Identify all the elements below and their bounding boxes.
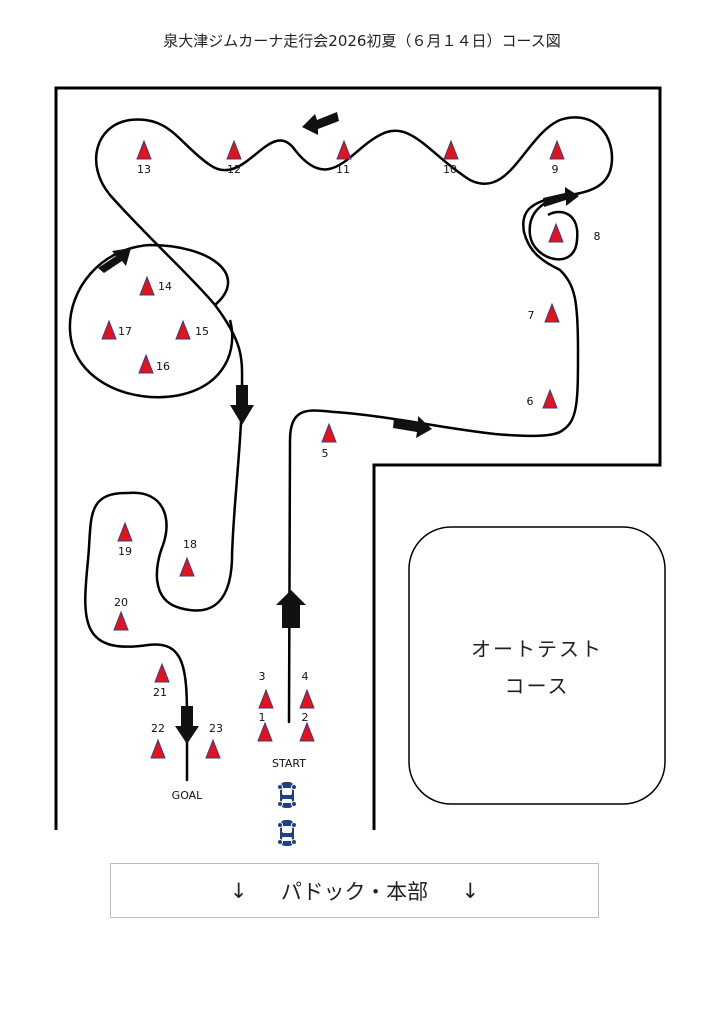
cone-icon bbox=[548, 222, 564, 243]
paddock-box: ↓ パドック・本部 ↓ bbox=[110, 863, 599, 918]
autotest-label-line1: オートテスト bbox=[471, 637, 603, 661]
direction-arrow-upright-loop bbox=[98, 248, 131, 273]
direction-arrow-right-8 bbox=[543, 187, 579, 207]
cone-label: 14 bbox=[158, 280, 172, 293]
loop-cone-8 bbox=[528, 194, 579, 261]
cone-icon bbox=[139, 275, 155, 296]
autotest-label-line2: コース bbox=[505, 674, 570, 698]
cone-icon bbox=[299, 721, 315, 742]
direction-arrow-right-5 bbox=[393, 416, 432, 438]
cone-label: 22 bbox=[151, 722, 165, 735]
page-title: 泉大津ジムカーナ走行会2026初夏（６月１４日）コース図 bbox=[163, 32, 561, 50]
goal-label: GOAL bbox=[172, 789, 204, 802]
cone-icon bbox=[179, 556, 195, 577]
start-label: START bbox=[272, 757, 306, 770]
cone-icon bbox=[113, 610, 129, 631]
cone-icon bbox=[549, 139, 565, 160]
cone-icon bbox=[299, 688, 315, 709]
paddock-label: パドック・本部 bbox=[280, 879, 429, 904]
cone-icon bbox=[101, 319, 117, 340]
direction-arrow-left-11 bbox=[302, 112, 339, 135]
cone-icon bbox=[154, 662, 170, 683]
loop-cones-14-17 bbox=[68, 243, 234, 399]
cone-icon bbox=[226, 139, 242, 160]
cone-label: 21 bbox=[153, 686, 167, 699]
cone-label: 23 bbox=[209, 722, 223, 735]
car-icon bbox=[277, 820, 297, 846]
down-arrow-right: ↓ bbox=[461, 878, 480, 903]
cone-label: 19 bbox=[118, 545, 132, 558]
cone-icon bbox=[542, 388, 558, 409]
cone-icon bbox=[150, 738, 166, 759]
cone-label: 9 bbox=[552, 163, 559, 176]
cone-label: 2 bbox=[302, 711, 309, 724]
cone-label: 12 bbox=[227, 163, 241, 176]
cone-icon bbox=[443, 139, 459, 160]
cone-icon bbox=[544, 302, 560, 323]
cone-label: 11 bbox=[336, 163, 350, 176]
cone-label: 3 bbox=[259, 670, 266, 683]
cone-label: 4 bbox=[302, 670, 309, 683]
cone-icon bbox=[175, 319, 191, 340]
cone-label: 13 bbox=[137, 163, 151, 176]
cone-label: 18 bbox=[183, 538, 197, 551]
cone-icon bbox=[321, 422, 337, 443]
cone-label: 7 bbox=[528, 309, 535, 322]
cone-label: 20 bbox=[114, 596, 128, 609]
cone-icon bbox=[138, 353, 154, 374]
cone-label: 5 bbox=[322, 447, 329, 460]
cone-icon bbox=[136, 139, 152, 160]
autotest-course-box bbox=[408, 526, 666, 805]
down-arrow-left: ↓ bbox=[229, 878, 248, 903]
direction-arrow-down-goal bbox=[175, 706, 199, 744]
cone-label: 6 bbox=[527, 395, 534, 408]
cone-label: 8 bbox=[594, 230, 601, 243]
course-line bbox=[84, 116, 614, 782]
cone-icon bbox=[257, 721, 273, 742]
cone-icon bbox=[117, 521, 133, 542]
boundary-wall-outer bbox=[54, 86, 662, 830]
cone-icon bbox=[205, 738, 221, 759]
cone-icon bbox=[258, 688, 274, 709]
cone-label: 10 bbox=[443, 163, 457, 176]
car-icon bbox=[277, 782, 297, 808]
cone-icon bbox=[336, 139, 352, 160]
cone-label: 16 bbox=[156, 360, 170, 373]
cone-label: 17 bbox=[118, 325, 132, 338]
direction-arrow-up-start bbox=[276, 590, 306, 628]
cone-label: 1 bbox=[259, 711, 266, 724]
direction-arrow-down-18 bbox=[230, 385, 254, 425]
cone-label: 15 bbox=[195, 325, 209, 338]
